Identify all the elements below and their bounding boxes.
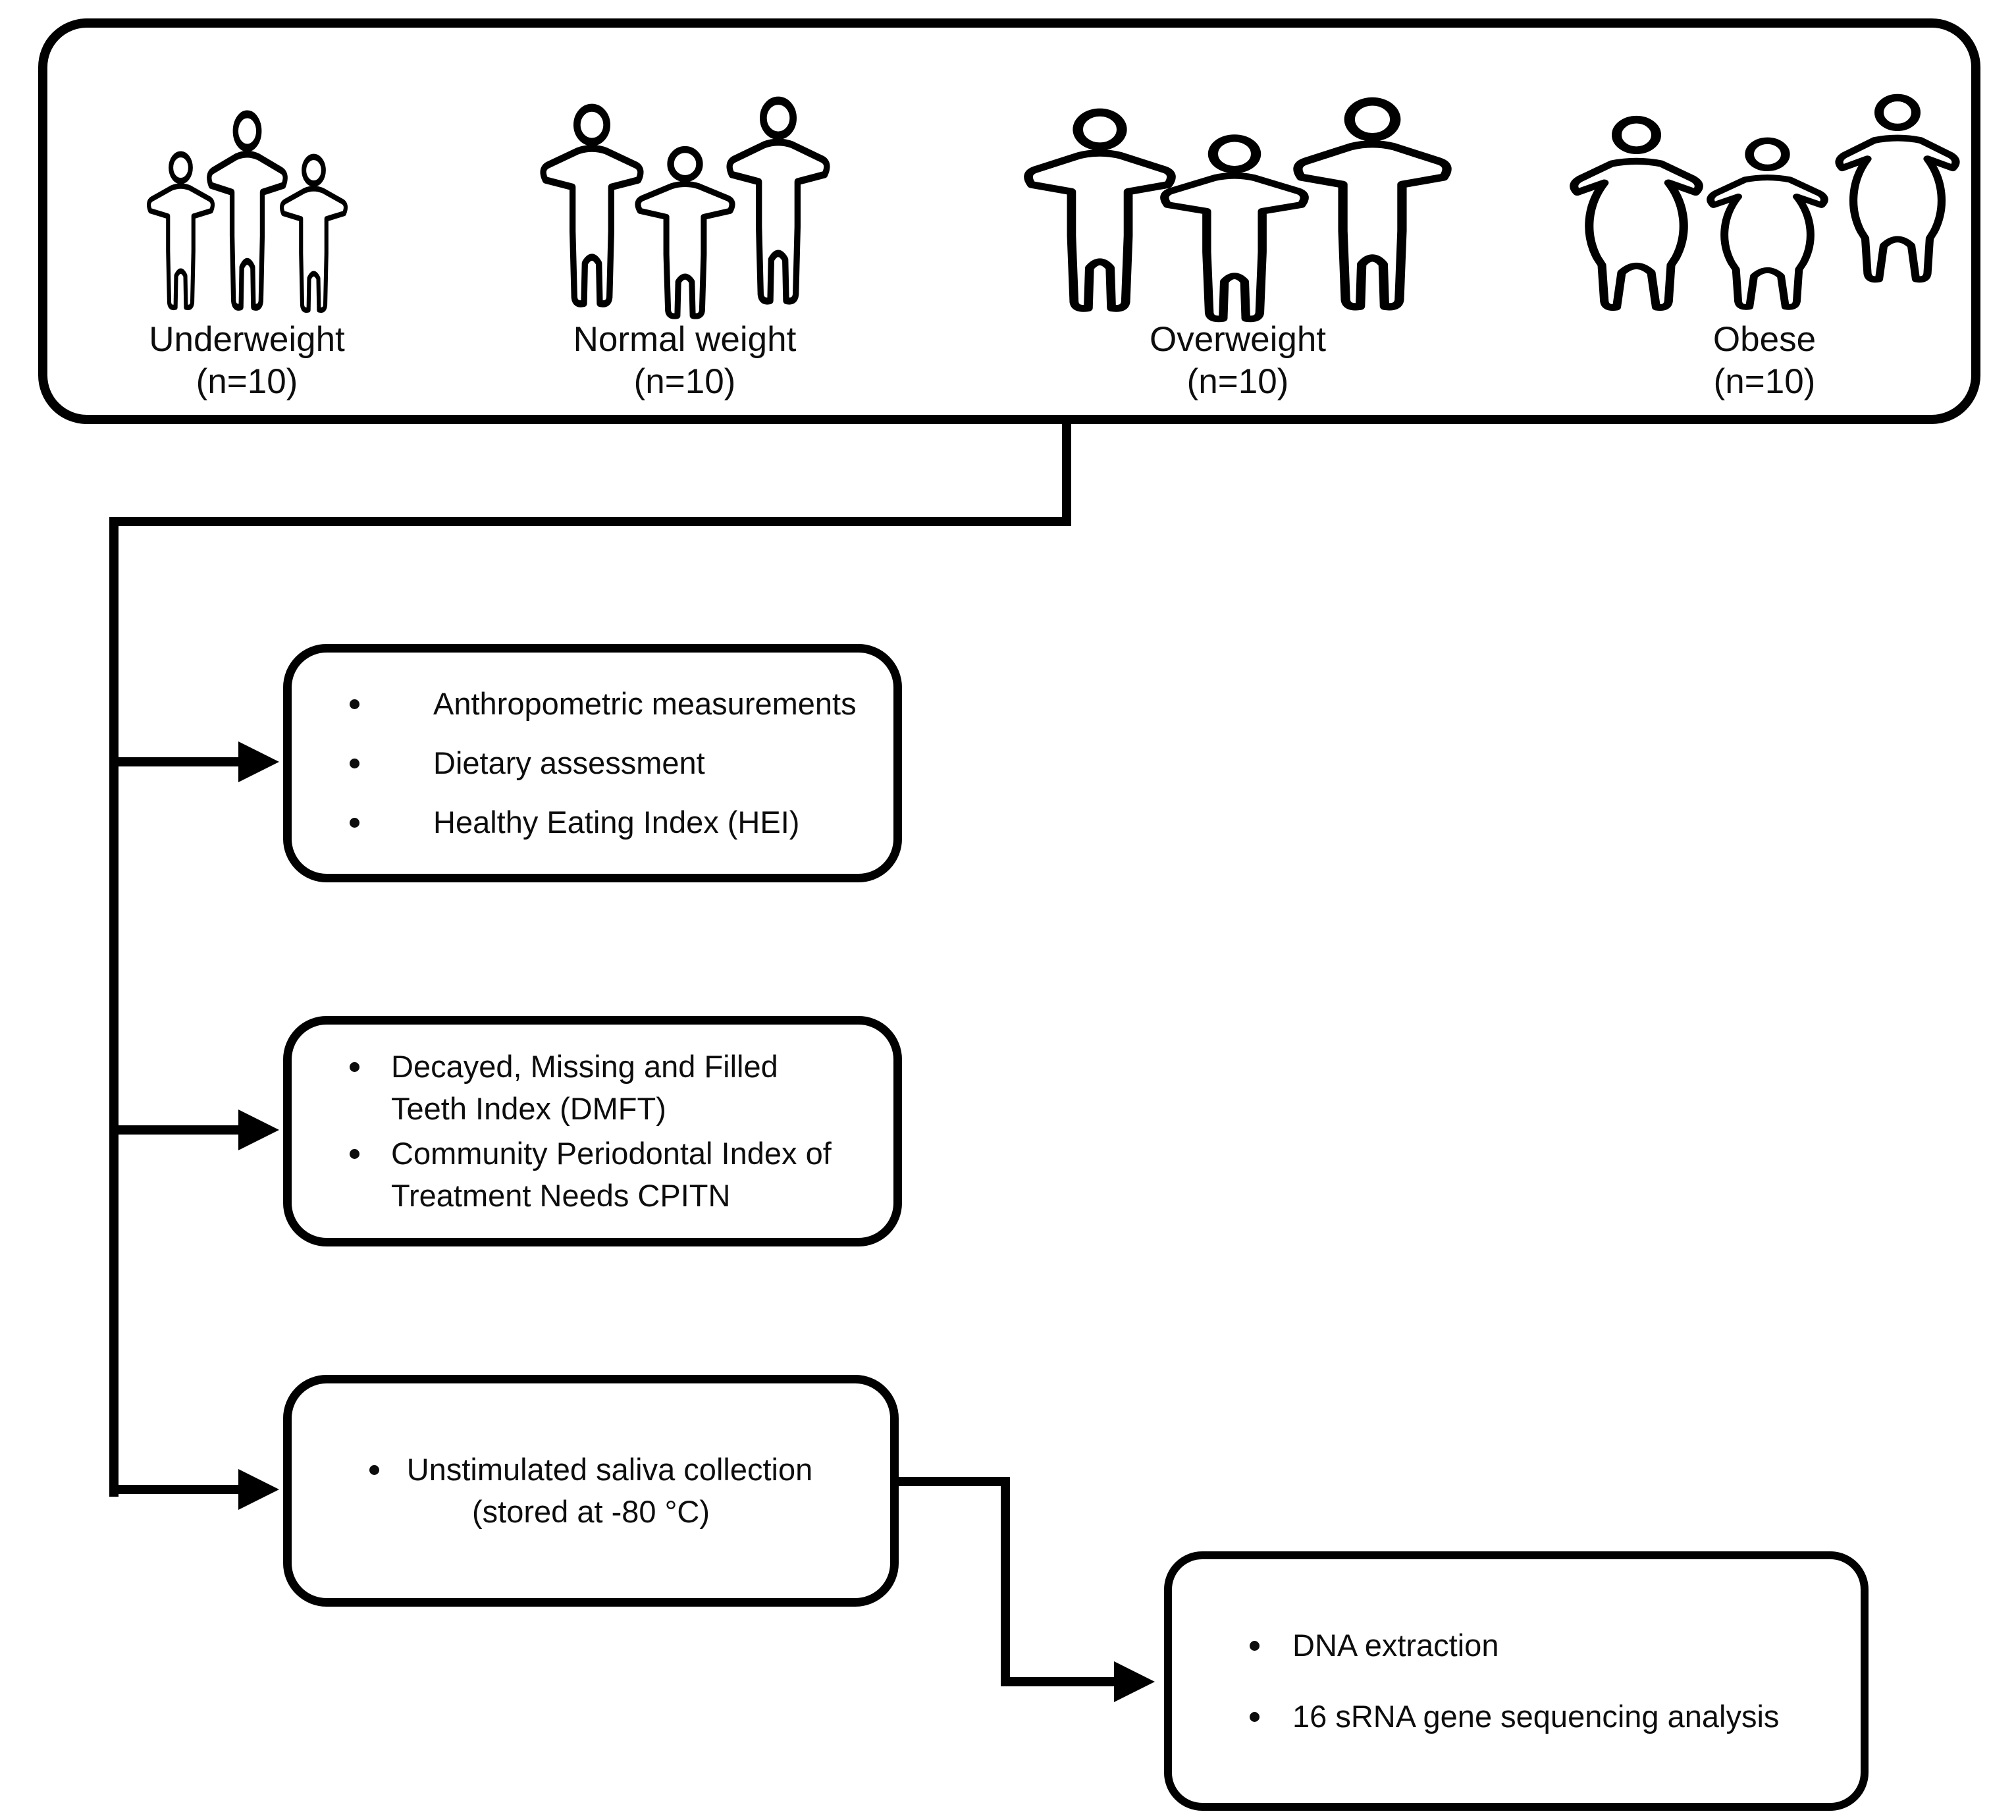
person-normal-icon: [726, 94, 831, 309]
connector-saliva-out-vertical: [1001, 1477, 1010, 1686]
bullet-icon: [1250, 1641, 1260, 1651]
arrow-stem-saliva: [117, 1485, 242, 1494]
list-item: Unstimulated saliva collection: [369, 1449, 813, 1491]
list-item-text: Anthropometric measurements: [433, 686, 857, 721]
arrow-stem-dental: [117, 1125, 242, 1135]
saliva-content: Unstimulated saliva collection (stored a…: [292, 1383, 890, 1598]
list-item: Anthropometric measurements: [350, 683, 893, 725]
connector-saliva-out-horizontal: [890, 1477, 1010, 1486]
list-item-text: 16 sRNA gene sequencing analysis: [1292, 1699, 1780, 1734]
person-overweight-icon: [1159, 132, 1310, 326]
arrow-head-dental-icon: [238, 1110, 279, 1150]
group-normal-weight: Normal weight (n=10): [500, 91, 869, 403]
group-underweight: Underweight (n=10): [99, 91, 395, 403]
sequencing-box: DNA extraction 16 sRNA gene sequencing a…: [1164, 1551, 1869, 1811]
arrow-stem-assessment: [117, 757, 242, 766]
dental-list: Decayed, Missing and Filled Teeth Index …: [292, 1025, 893, 1238]
bullet-icon: [369, 1465, 379, 1475]
person-normal-icon: [539, 101, 645, 311]
arrow-stem-sequencing: [1001, 1677, 1117, 1686]
group-label: Overweight: [1149, 320, 1327, 359]
normal-weight-icons: [539, 91, 831, 316]
group-label: Normal weight: [573, 320, 797, 359]
assessment-list: Anthropometric measurements Dietary asse…: [292, 653, 893, 874]
arrow-head-assessment-icon: [238, 741, 279, 782]
bullet-icon: [350, 1062, 359, 1072]
arrow-head-sequencing-icon: [1114, 1661, 1155, 1702]
person-overweight-icon: [1022, 105, 1177, 316]
list-item-text: DNA extraction: [1292, 1628, 1499, 1663]
group-count: (n=10): [633, 362, 736, 401]
list-item-text: Decayed, Missing and Filled Teeth Index …: [391, 1049, 778, 1126]
bullet-icon: [350, 1149, 359, 1159]
list-item: 16 sRNA gene sequencing analysis: [1250, 1696, 1861, 1738]
group-count: (n=10): [196, 362, 298, 401]
list-item: DNA extraction: [1250, 1624, 1861, 1667]
assessment-box: Anthropometric measurements Dietary asse…: [283, 644, 902, 882]
list-item: Community Periodontal Index of Treatment…: [350, 1133, 893, 1217]
bullet-icon: [350, 818, 359, 828]
arrow-head-saliva-icon: [238, 1469, 279, 1510]
bullet-icon: [1250, 1712, 1260, 1722]
connector-top-horizontal: [109, 517, 1071, 526]
person-obese-icon: [1700, 136, 1835, 313]
saliva-box: Unstimulated saliva collection (stored a…: [283, 1375, 899, 1607]
person-overweight-icon: [1292, 94, 1453, 315]
person-obese-icon: [1828, 92, 1967, 286]
person-thin-icon: [279, 151, 348, 316]
bullet-icon: [350, 699, 359, 709]
bullet-icon: [350, 759, 359, 768]
person-thin-icon: [206, 107, 288, 315]
group-obese: Obese (n=10): [1541, 91, 1988, 403]
list-item: Healthy Eating Index (HEI): [350, 801, 893, 843]
list-item-text: Healthy Eating Index (HEI): [433, 805, 800, 840]
list-item-text: Community Periodontal Index of Treatment…: [391, 1136, 832, 1213]
person-obese-icon: [1562, 114, 1711, 315]
connector-spine: [109, 517, 119, 1497]
saliva-line1: Unstimulated saliva collection: [406, 1452, 813, 1487]
connector-top-drop: [1062, 423, 1071, 522]
group-overweight: Overweight (n=10): [981, 91, 1495, 403]
list-item: Decayed, Missing and Filled Teeth Index …: [350, 1046, 893, 1130]
dental-box: Decayed, Missing and Filled Teeth Index …: [283, 1016, 902, 1246]
group-count: (n=10): [1713, 362, 1816, 401]
sequencing-list: DNA extraction 16 sRNA gene sequencing a…: [1172, 1559, 1861, 1803]
group-label: Obese: [1712, 320, 1817, 359]
group-count: (n=10): [1186, 362, 1289, 401]
person-normal-icon: [634, 144, 736, 323]
list-item-text: Dietary assessment: [433, 745, 705, 780]
saliva-line2: (stored at -80 °C): [472, 1494, 710, 1529]
obese-icons: [1562, 91, 1967, 316]
underweight-icons: [146, 91, 348, 316]
list-item: Dietary assessment: [350, 742, 893, 784]
group-label: Underweight: [149, 320, 345, 359]
overweight-icons: [1022, 91, 1453, 316]
person-thin-icon: [146, 149, 215, 313]
